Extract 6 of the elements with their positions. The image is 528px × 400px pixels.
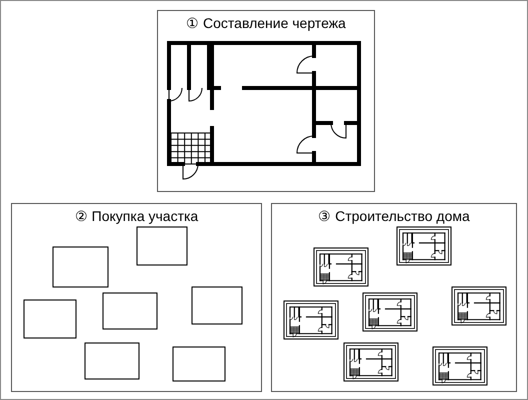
- stage-heading: ① Составление чертежа: [186, 15, 346, 31]
- stage-heading: ② Покупка участка: [74, 208, 198, 224]
- stage-heading: ③ Строительство дома: [318, 208, 470, 224]
- stage-panel: [157, 10, 375, 192]
- stage-panel: [271, 203, 517, 392]
- stage-panel: [11, 203, 262, 392]
